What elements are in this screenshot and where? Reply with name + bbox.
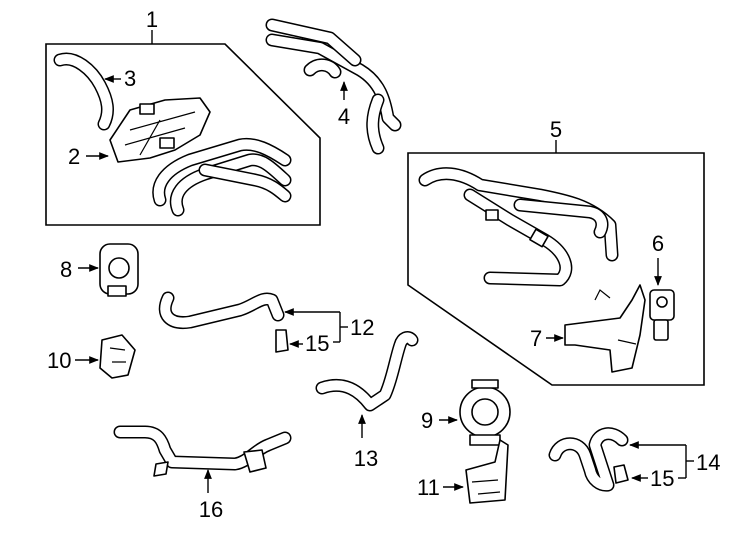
callout-16[interactable]: 16 bbox=[199, 497, 223, 522]
part-4-pipe[interactable] bbox=[265, 18, 402, 155]
callout-5[interactable]: 5 bbox=[550, 117, 562, 142]
callout-10[interactable]: 10 bbox=[47, 348, 71, 373]
part-14-hose[interactable] bbox=[548, 427, 629, 492]
part-13-hose[interactable] bbox=[315, 331, 419, 412]
group-box-5 bbox=[407, 152, 705, 386]
callout-12[interactable]: 12 bbox=[350, 315, 374, 340]
part-10-bracket[interactable] bbox=[99, 334, 136, 379]
part-11-bracket[interactable] bbox=[465, 439, 509, 504]
callout-15-b[interactable]: 15 bbox=[650, 466, 674, 491]
part-7-bracket[interactable] bbox=[564, 284, 646, 373]
group-box-1 bbox=[45, 43, 321, 226]
callout-1[interactable]: 1 bbox=[146, 7, 158, 32]
part-16-pipe[interactable] bbox=[113, 425, 292, 477]
callout-7[interactable]: 7 bbox=[530, 326, 542, 351]
part-3-hose[interactable] bbox=[53, 52, 114, 131]
callout-4[interactable]: 4 bbox=[338, 104, 350, 129]
callout-15-a[interactable]: 15 bbox=[305, 331, 329, 356]
part-2-module[interactable] bbox=[109, 97, 211, 163]
part-12-hose[interactable] bbox=[158, 291, 285, 330]
part-15-clip-a[interactable] bbox=[275, 329, 289, 353]
part-9-pump[interactable] bbox=[459, 379, 511, 446]
part-8-pump[interactable] bbox=[99, 243, 139, 297]
callout-8[interactable]: 8 bbox=[60, 257, 72, 282]
part-1-pipes[interactable] bbox=[152, 137, 292, 217]
callout-11[interactable]: 11 bbox=[417, 475, 440, 500]
callout-3[interactable]: 3 bbox=[124, 66, 136, 91]
callout-2[interactable]: 2 bbox=[68, 144, 80, 169]
callout-6[interactable]: 6 bbox=[652, 231, 664, 256]
part-15-clip-b[interactable] bbox=[613, 464, 629, 484]
part-5-hose-assembly[interactable] bbox=[418, 167, 619, 287]
callout-9[interactable]: 9 bbox=[421, 408, 433, 433]
callout-13[interactable]: 13 bbox=[354, 446, 378, 471]
part-6-valve[interactable] bbox=[649, 289, 675, 341]
callout-14[interactable]: 14 bbox=[696, 450, 720, 475]
